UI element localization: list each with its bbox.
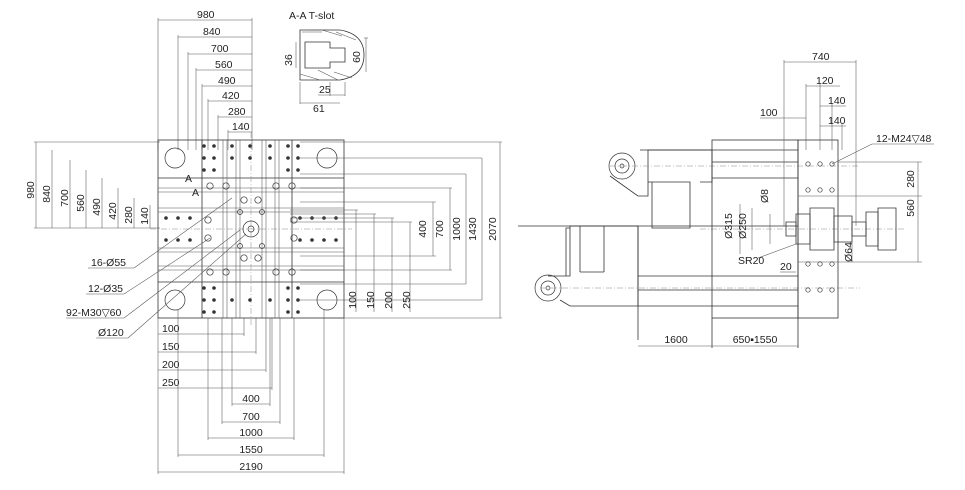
- side-dim-280: 280: [905, 170, 917, 188]
- tie-bar-hole-bottom-left: [164, 289, 186, 311]
- left-inner-dim-100: 100: [162, 323, 180, 335]
- left-dim-560: 560: [75, 194, 87, 212]
- fixed-platen-side: [797, 139, 839, 319]
- side-bolt-holes: [805, 161, 835, 293]
- inner-dim-250: 250: [401, 291, 413, 309]
- bottom-dim-1000: 1000: [239, 427, 263, 439]
- left-inner-dim-150: 150: [162, 341, 180, 353]
- bottom-dim-2190: 2190: [239, 461, 263, 473]
- left-dim-140: 140: [139, 207, 151, 225]
- top-dim-140: 140: [232, 121, 250, 133]
- tslot-section: A-A T-slot 36 60 25 61: [283, 10, 368, 115]
- tslot-dim-60: 60: [351, 51, 363, 63]
- side-dim-120: 120: [816, 75, 834, 87]
- callout-92-m30: 92-M30▽60: [66, 307, 122, 319]
- right-dim-700: 700: [434, 220, 446, 238]
- tslot-dim-25: 25: [319, 84, 331, 96]
- top-dim-420: 420: [222, 90, 240, 102]
- side-dim-140-b: 140: [828, 115, 846, 127]
- label-sr20: SR20: [738, 255, 764, 267]
- left-dim-420: 420: [107, 202, 119, 220]
- top-dim-280: 280: [228, 106, 246, 118]
- section-mark-a-lower: A: [192, 187, 199, 199]
- side-callout-m24: 12-M24▽48: [876, 133, 932, 145]
- tslot-dim-61: 61: [313, 103, 325, 115]
- hole-callouts: 16-Ø55 12-Ø35 92-M30▽60 Ø120: [66, 197, 247, 339]
- bottom-dim-1550: 1550: [239, 444, 263, 456]
- bottom-dimensions: 400 700 1000 1550 2190: [157, 310, 345, 474]
- label-dia250: Ø250: [737, 213, 749, 239]
- inner-dim-200: 200: [383, 291, 395, 309]
- nozzle-dimensions: Ø8 Ø315 Ø250 SR20 20 Ø64: [723, 189, 855, 273]
- bottom-dim-700: 700: [242, 411, 260, 423]
- top-dim-840: 840: [203, 26, 221, 38]
- inner-dim-100: 100: [347, 291, 359, 309]
- right-dim-2070: 2070: [487, 217, 499, 241]
- through-holes: [204, 182, 298, 276]
- side-dim-100: 100: [760, 107, 778, 119]
- callout-dia120: Ø120: [98, 327, 124, 339]
- top-dim-700: 700: [211, 43, 229, 55]
- tslot-dim-36: 36: [283, 54, 295, 66]
- left-inner-dim-200: 200: [162, 359, 180, 371]
- left-inner-dim-250: 250: [162, 377, 180, 389]
- side-bottom-dimensions: 1600 650▪1550: [638, 334, 798, 347]
- label-dia315: Ø315: [723, 213, 735, 239]
- left-dim-490: 490: [91, 198, 103, 216]
- top-dimensions: 980 840 700 560 490 420 280 140: [157, 9, 253, 150]
- platen-right-dimensions: 400 700 1000 1430 2070: [300, 141, 502, 319]
- label-dia64: Ø64: [843, 242, 855, 262]
- label-dia8: Ø8: [759, 189, 771, 203]
- side-dim-560: 560: [905, 199, 917, 217]
- tie-bar-hole-top-left: [164, 147, 186, 169]
- side-dim-140-a: 140: [828, 95, 846, 107]
- right-dim-1000: 1000: [451, 217, 463, 241]
- label-20: 20: [780, 261, 792, 273]
- left-dim-840: 840: [41, 185, 53, 203]
- platen-front-view: 980 840 700 560 490 420 280 140 980 840 …: [25, 9, 502, 474]
- machine-side-view: 740 120 140 140 100 12-M24▽48 280 560: [518, 51, 934, 348]
- bottom-left-inner-dimensions: 100 150 200 250: [158, 318, 273, 390]
- side-right-dimensions: 280 560: [838, 161, 922, 263]
- section-mark-a-upper: A: [185, 173, 192, 185]
- section-title: A-A T-slot: [289, 10, 334, 22]
- inner-dim-150: 150: [365, 291, 377, 309]
- callout-12-dia35: 12-Ø35: [88, 283, 123, 295]
- callout-16-dia55: 16-Ø55: [91, 257, 126, 269]
- bottom-right-inner-dimensions: 100 150 200 250: [290, 209, 413, 312]
- top-dim-490: 490: [218, 75, 236, 87]
- left-dimensions: 980 840 700 560 490 420 280 140: [25, 141, 160, 229]
- top-dim-560: 560: [215, 59, 233, 71]
- left-dim-980: 980: [25, 181, 37, 199]
- side-dim-650-1550: 650▪1550: [733, 334, 778, 346]
- right-dim-400: 400: [417, 220, 429, 238]
- left-dim-700: 700: [59, 189, 71, 207]
- right-dim-1430: 1430: [467, 217, 479, 241]
- left-dim-280: 280: [123, 206, 135, 224]
- center-ring: [242, 220, 260, 238]
- tapped-holes: [164, 144, 338, 314]
- side-dim-740: 740: [812, 51, 830, 63]
- side-dim-1600: 1600: [664, 334, 688, 346]
- side-top-dimensions: 740 120 140 140 100: [760, 51, 857, 226]
- bottom-dim-400: 400: [242, 393, 260, 405]
- top-dim-980: 980: [197, 9, 215, 21]
